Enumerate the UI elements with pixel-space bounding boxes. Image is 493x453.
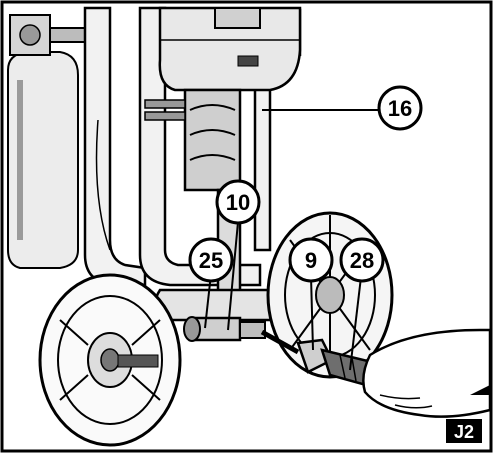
callout-28-label: 28 bbox=[350, 248, 374, 273]
motor-housing bbox=[158, 6, 302, 92]
figure-id-badge: J2 bbox=[446, 419, 482, 443]
callout-10-label: 10 bbox=[226, 190, 250, 215]
hose-coupler bbox=[296, 338, 374, 387]
callout-10: 10 bbox=[215, 179, 261, 225]
callout-16-label: 16 bbox=[388, 96, 412, 121]
outlet-connector bbox=[183, 316, 300, 355]
callout-25: 25 bbox=[188, 237, 234, 283]
callout-9-label: 9 bbox=[305, 248, 317, 273]
front-wheel bbox=[38, 273, 182, 447]
top-fittings bbox=[9, 14, 89, 56]
callout-9: 9 bbox=[288, 237, 334, 283]
callout-16: 16 bbox=[377, 85, 423, 131]
side-tank bbox=[7, 51, 79, 269]
hand bbox=[362, 328, 492, 418]
leader-lines bbox=[204, 109, 378, 371]
figure-id-label: J2 bbox=[454, 422, 474, 442]
callout-28: 28 bbox=[339, 237, 385, 283]
callout-25-label: 25 bbox=[199, 248, 223, 273]
